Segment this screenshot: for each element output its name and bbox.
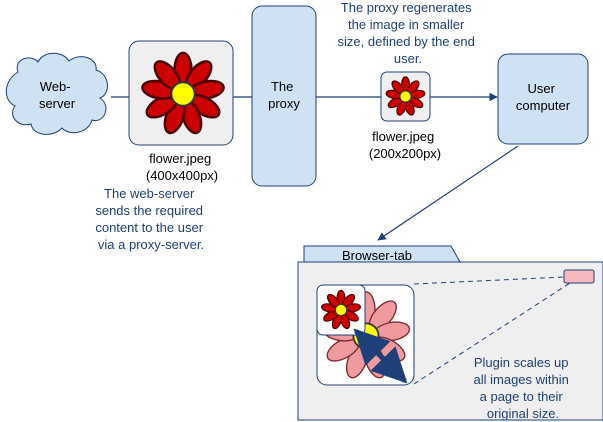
web-server-label: Web- server xyxy=(39,79,76,111)
proxy-label: The proxy xyxy=(268,79,300,111)
original-image-size: (400x400px) xyxy=(146,168,218,183)
browser-tab-label: Browser-tab xyxy=(342,248,412,263)
plugin-note: Plugin scales up all images within a pag… xyxy=(474,355,573,421)
reduced-image-size: (200x200px) xyxy=(369,146,441,161)
proxy-note-line3: size, defined by the end xyxy=(338,34,475,49)
proxy-note: The proxy regenerates the image in small… xyxy=(338,0,479,66)
browser-window: Browser-tab Plugin scales up all images … xyxy=(297,245,603,421)
user-computer-label: User computer xyxy=(516,81,571,113)
reduced-image-name: flower.jpeg xyxy=(372,129,434,144)
web-server-cloud: Web- server xyxy=(5,52,108,135)
proxy-label-line1: The xyxy=(271,79,293,94)
plugin-button[interactable] xyxy=(563,269,595,284)
reduced-image-box xyxy=(380,71,431,122)
proxy-node: The proxy xyxy=(251,5,317,187)
original-image-box xyxy=(128,40,234,146)
proxy-label-line2: proxy xyxy=(268,96,300,111)
plugin-note-line4: original size. xyxy=(487,406,559,421)
web-server-label-line2: server xyxy=(39,96,76,111)
plugin-guide-line-top xyxy=(413,276,565,285)
arrow-to-browser-tab xyxy=(377,145,519,241)
web-server-note-line2: sends the required xyxy=(95,203,203,218)
plugin-guide-line-bottom xyxy=(413,282,571,385)
plugin-note-line1: Plugin scales up xyxy=(474,355,569,370)
web-server-note: The web-server sends the required conten… xyxy=(95,186,206,252)
proxy-note-line1: The proxy regenerates xyxy=(341,0,472,15)
browser-tab-header[interactable] xyxy=(303,245,461,263)
web-server-note-line4: via a proxy-server. xyxy=(98,237,204,252)
user-computer-node: User computer xyxy=(497,53,589,145)
plugin-note-line2: all images within xyxy=(474,372,569,387)
original-image-caption: flower.jpeg (400x400px) xyxy=(146,151,218,183)
proxy-note-line2: the image in smaller xyxy=(348,17,465,32)
double-headed-arrow-icon xyxy=(353,328,408,384)
web-server-label-line1: Web- xyxy=(40,79,71,94)
plugin-note-line3: a page to their xyxy=(480,389,564,404)
proxy-note-line4: user. xyxy=(394,51,422,66)
web-server-note-line3: content to the user xyxy=(95,220,203,235)
reduced-image-caption: flower.jpeg (200x200px) xyxy=(369,129,441,161)
web-server-note-line1: The web-server xyxy=(104,186,195,201)
user-computer-label-line2: computer xyxy=(516,98,571,113)
user-computer-label-line1: User xyxy=(527,81,555,96)
original-image-name: flower.jpeg xyxy=(149,151,211,166)
